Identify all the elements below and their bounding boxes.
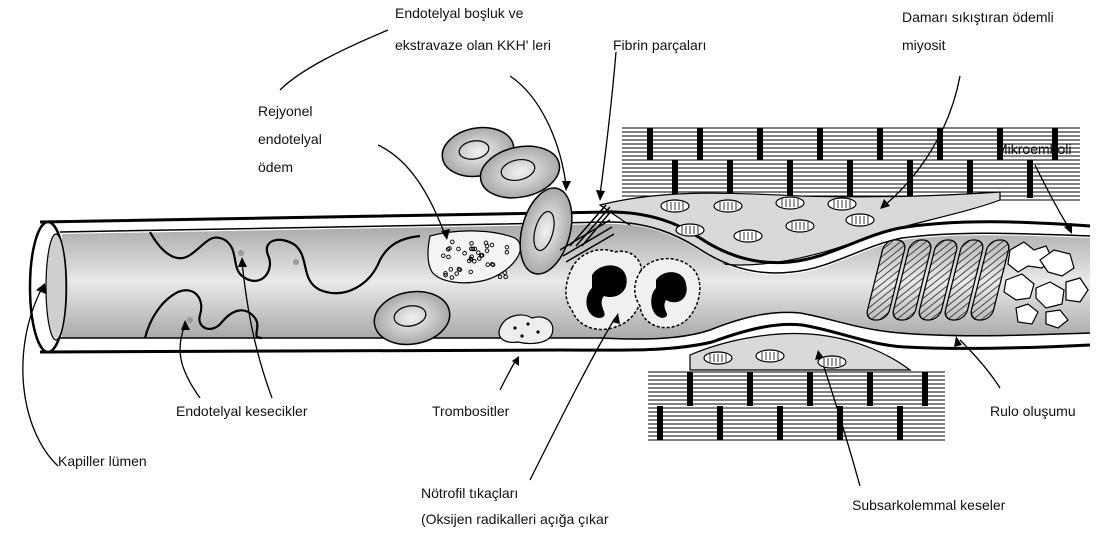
- label-regional-edema-line1: Rejyonel: [258, 102, 312, 120]
- label-myocyte-line1: Damarı sıkıştıran ödemli: [902, 8, 1054, 26]
- label-rouleaux: Rulo oluşumu: [990, 402, 1076, 420]
- lower-myocyte: [648, 334, 945, 440]
- label-regional-edema-line2: endotelyal: [258, 130, 322, 148]
- label-vesicles: Endotelyal kesecikler: [176, 402, 308, 420]
- label-endothelial-gap-line2: ekstravaze olan KKH' leri: [395, 36, 551, 54]
- label-myocyte-line2: miyosit: [902, 36, 946, 54]
- label-neutrophil-line1: Nötrofil tıkaçları: [421, 484, 518, 502]
- rouleaux-formation: [865, 240, 1011, 320]
- endothelial-edema-region: [428, 231, 520, 283]
- label-fibrin: Fibrin parçaları: [613, 36, 706, 54]
- label-neutrophil-line2: (Oksijen radikalleri açığa çıkar: [421, 510, 609, 528]
- label-endothelial-gap-line1: Endotelyal boşluk ve: [395, 4, 523, 22]
- label-regional-edema-line3: ödem: [258, 158, 293, 176]
- label-lumen: Kapiller lümen: [58, 452, 147, 470]
- thrombocytes: [499, 315, 553, 343]
- label-subsarcolemmal: Subsarkolemmal keseler: [852, 496, 1005, 514]
- label-thrombocytes: Trombositler: [432, 402, 509, 420]
- label-microemboli: Mikroemboli: [996, 140, 1071, 158]
